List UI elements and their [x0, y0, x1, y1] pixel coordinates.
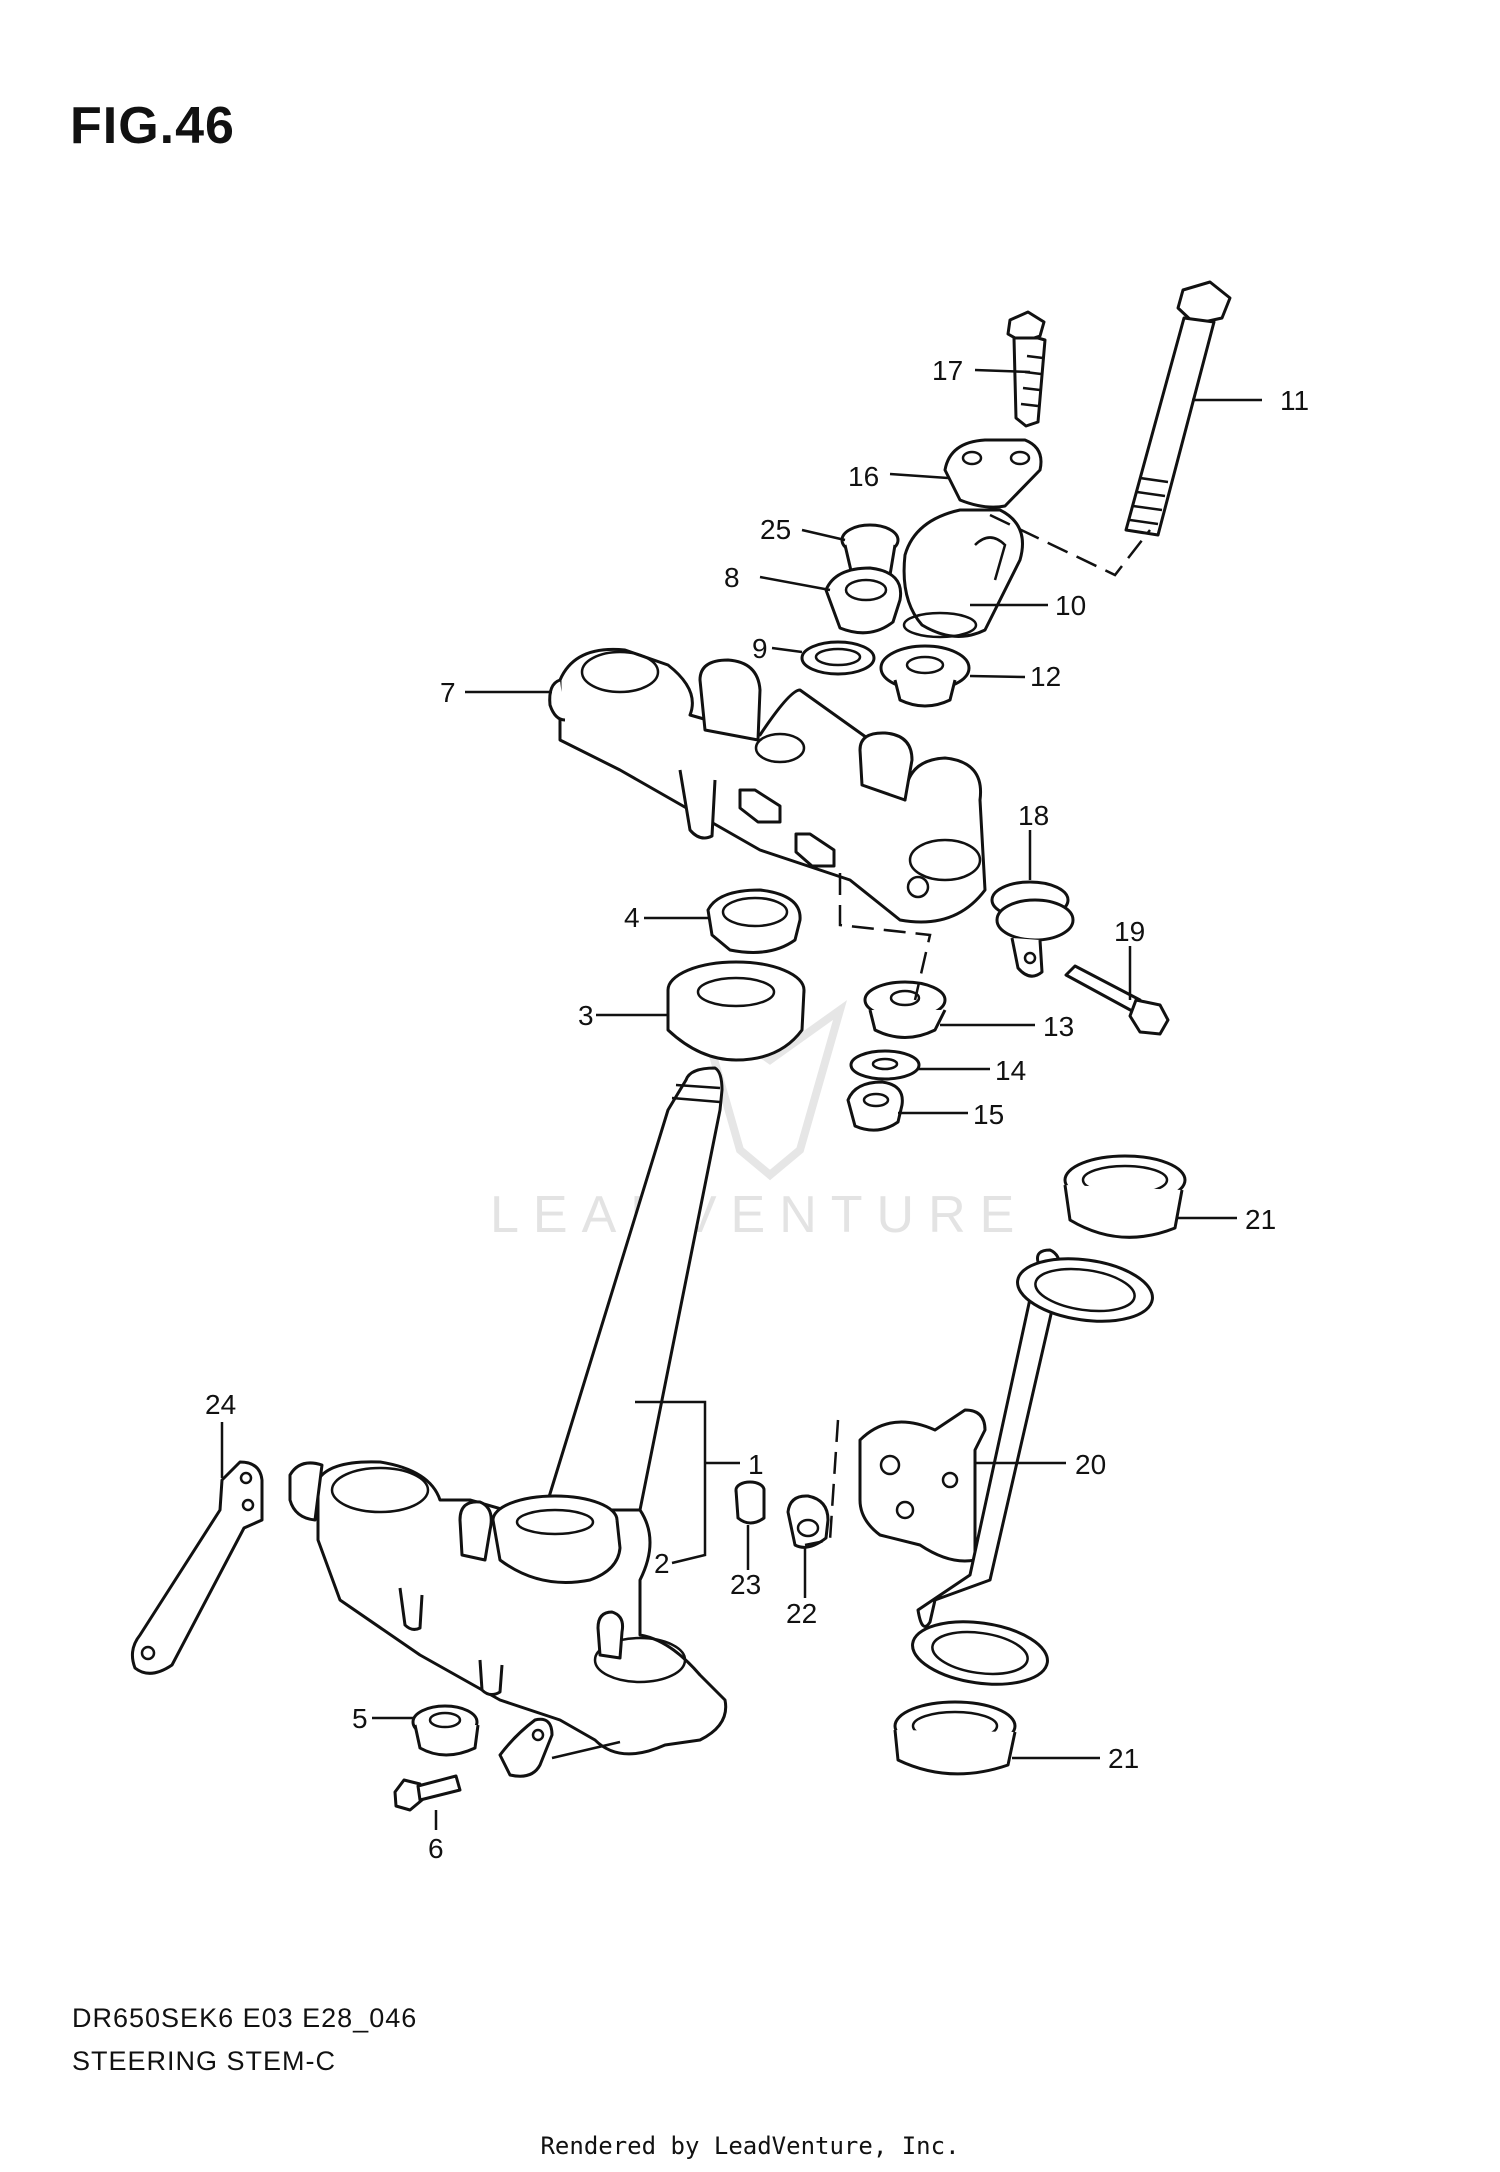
callout-19[interactable]: 19: [1114, 916, 1145, 947]
part-9-washer[interactable]: [800, 640, 876, 676]
callout-8[interactable]: 8: [724, 562, 740, 593]
part-18-clamp[interactable]: [990, 880, 1075, 978]
part-7-upper-bracket[interactable]: [548, 647, 987, 924]
part-14-washer[interactable]: [849, 1049, 921, 1081]
watermark: LEADVENTURE: [490, 1000, 1028, 1244]
part-24-bracket[interactable]: [130, 1460, 264, 1675]
part-10-handlebar-holder[interactable]: [902, 508, 1024, 639]
callout-21-lower[interactable]: 21: [1108, 1743, 1139, 1774]
callout-10[interactable]: 10: [1055, 590, 1086, 621]
model-code: DR650SEK6 E03 E28_046: [72, 2003, 418, 2033]
render-credit: Rendered by LeadVenture, Inc.: [540, 2132, 960, 2160]
part-23-collar[interactable]: [734, 1480, 766, 1525]
callout-15[interactable]: 15: [973, 1099, 1004, 1130]
callout-17[interactable]: 17: [932, 355, 963, 386]
callout-16[interactable]: 16: [848, 461, 879, 492]
callout-22[interactable]: 22: [786, 1598, 817, 1629]
part-16-clamp-cap[interactable]: [943, 438, 1043, 509]
callout-3[interactable]: 3: [578, 1000, 594, 1031]
watermark-text: LEADVENTURE: [490, 1186, 1028, 1244]
part-3-bearing[interactable]: [666, 960, 806, 1062]
callout-7[interactable]: 7: [440, 677, 456, 708]
assembly-name: STEERING STEM-C: [72, 2046, 337, 2076]
callout-25[interactable]: 25: [760, 514, 791, 545]
part-1-steering-stem[interactable]: [288, 1066, 728, 1756]
callout-14[interactable]: 14: [995, 1055, 1026, 1086]
part-15-nut[interactable]: [846, 1080, 904, 1132]
part-2-bearing[interactable]: [491, 1494, 622, 1584]
part-5-grommet[interactable]: [411, 1704, 480, 1757]
leader-lines: [220, 368, 1262, 1830]
callout-20[interactable]: 20: [1075, 1449, 1106, 1480]
callout-24[interactable]: 24: [205, 1389, 236, 1420]
part-21-grommet-upper[interactable]: [1063, 1154, 1187, 1239]
callout-6[interactable]: 6: [428, 1833, 444, 1864]
callout-9[interactable]: 9: [752, 633, 768, 664]
figure-title: FIG.46: [70, 97, 235, 155]
part-8-nut[interactable]: [824, 566, 903, 635]
part-22-damper[interactable]: [786, 1494, 830, 1549]
callout-13[interactable]: 13: [1043, 1011, 1074, 1042]
callout-11[interactable]: 11: [1280, 385, 1309, 416]
callout-2[interactable]: 2: [654, 1548, 670, 1579]
callout-1[interactable]: 1: [748, 1449, 764, 1480]
part-19-bolt[interactable]: [1064, 964, 1170, 1036]
part-12-damper[interactable]: [879, 644, 971, 708]
callout-4[interactable]: 4: [624, 902, 640, 933]
callout-21-upper[interactable]: 21: [1245, 1204, 1276, 1235]
part-21-grommet-lower[interactable]: [893, 1700, 1017, 1776]
part-4-ring-nut[interactable]: [706, 888, 802, 954]
part-13-damper[interactable]: [863, 980, 947, 1039]
part-6-screw[interactable]: [393, 1774, 462, 1812]
callout-23[interactable]: 23: [730, 1569, 761, 1600]
part-17-bolt[interactable]: [1006, 310, 1047, 428]
callout-5[interactable]: 5: [352, 1703, 368, 1734]
part-11-long-bolt[interactable]: [1124, 280, 1232, 537]
callout-labels: 11 17 16 25 8 10 9 12 7 18 19 4 3 13 14 …: [205, 355, 1309, 1864]
hose-bracket[interactable]: [498, 1717, 554, 1778]
part-20-headlight-bracket[interactable]: [858, 1248, 1157, 1692]
callout-18[interactable]: 18: [1018, 800, 1049, 831]
callout-12[interactable]: 12: [1030, 661, 1061, 692]
